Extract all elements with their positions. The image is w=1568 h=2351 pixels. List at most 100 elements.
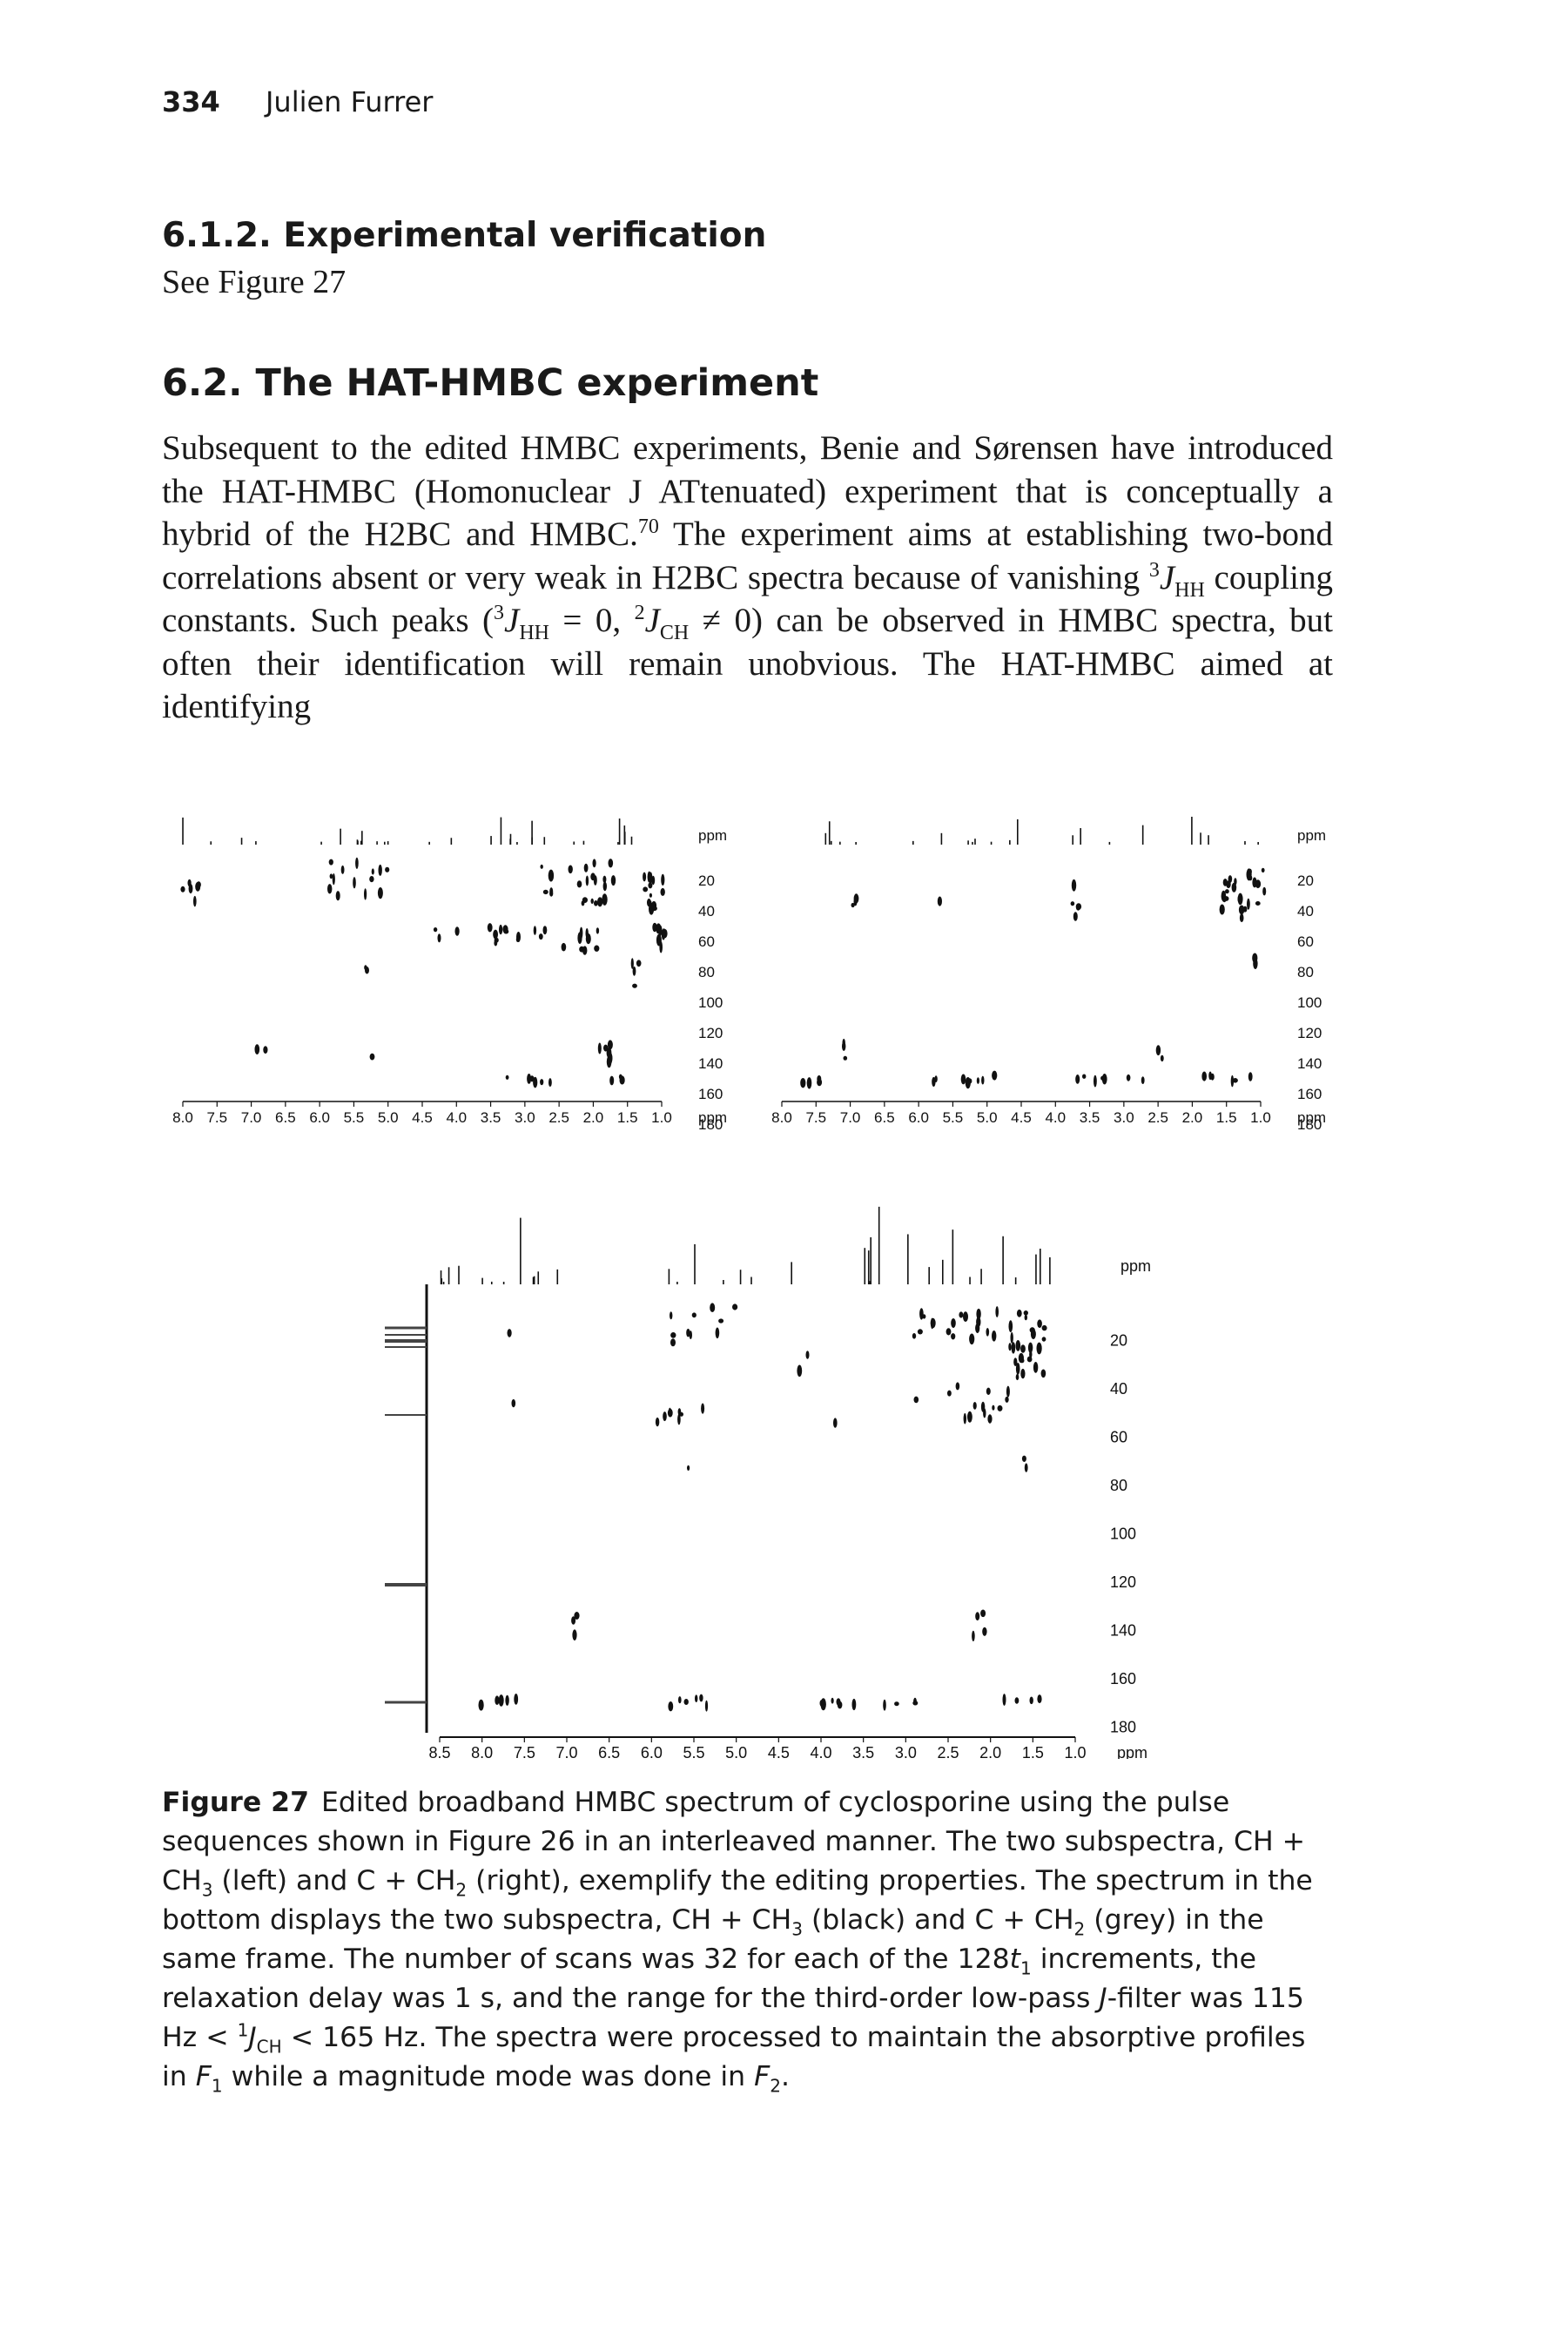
cross-peak — [516, 932, 521, 942]
cross-peak — [499, 924, 503, 935]
cross-peak — [1255, 901, 1261, 906]
cross-peak — [493, 929, 498, 940]
cross-peak — [718, 1318, 724, 1324]
cross-peak — [369, 1053, 375, 1061]
f2-tick-label: 3.0 — [895, 1744, 917, 1759]
cross-peak — [831, 1697, 834, 1704]
f2-tick-label: 1.5 — [1216, 1109, 1237, 1126]
cross-peak — [982, 1627, 987, 1636]
cross-peak — [1033, 1362, 1039, 1373]
f2-tick-label: 2.0 — [1182, 1109, 1203, 1126]
cross-peak — [1219, 904, 1225, 915]
cross-peak — [651, 900, 657, 910]
f2-tick-label: 7.5 — [805, 1109, 826, 1126]
section-612-text: See Figure 27 — [162, 264, 347, 300]
cross-peak — [817, 1078, 823, 1087]
cross-peak — [992, 1070, 998, 1081]
cross-peak — [335, 891, 340, 901]
cross-peak — [1073, 912, 1078, 921]
cross-peak — [433, 927, 438, 933]
cross-peak — [972, 1402, 977, 1410]
cross-peak — [607, 1040, 613, 1050]
f1-tick-label: 60 — [698, 933, 715, 950]
cross-peak — [1020, 1368, 1026, 1379]
cross-peak — [919, 1308, 924, 1320]
f1-tick-label: 120 — [698, 1025, 723, 1041]
cross-peak — [583, 863, 589, 872]
cross-peak — [364, 965, 367, 971]
f2-unit-label: ppm — [1297, 1109, 1326, 1126]
cross-peak — [609, 1075, 615, 1086]
cross-peak — [594, 945, 600, 952]
cross-peak — [656, 923, 662, 934]
cross-peak — [540, 864, 543, 869]
cross-peak — [1020, 1344, 1026, 1353]
cross-peak — [548, 1078, 552, 1088]
cross-peak — [385, 866, 390, 872]
cross-peak — [1237, 895, 1241, 903]
cross-peak — [1075, 1074, 1080, 1084]
cross-peak — [1255, 879, 1262, 889]
cross-peak — [963, 1412, 966, 1425]
f1-tick-label: 60 — [1110, 1429, 1127, 1446]
f1-tick-label: 20 — [1297, 872, 1314, 889]
f2-tick-label: 3.0 — [515, 1109, 535, 1126]
cross-peak — [965, 1077, 971, 1089]
cross-peak — [946, 1328, 952, 1336]
cross-peak — [661, 873, 665, 886]
cross-peak — [1029, 1696, 1033, 1705]
f2-tick-label: 3.5 — [481, 1109, 501, 1126]
cross-peak — [691, 1312, 697, 1318]
f1-tick-label: 160 — [1110, 1670, 1136, 1687]
cross-peak — [505, 1694, 509, 1706]
f2-tick-label: 4.0 — [1045, 1109, 1066, 1126]
f2-tick-label: 1.0 — [1064, 1744, 1086, 1759]
cross-peak — [1247, 898, 1250, 910]
cross-peak — [805, 1351, 810, 1359]
cross-peak — [972, 1630, 975, 1641]
cross-peak — [917, 1329, 923, 1335]
cross-peak — [187, 879, 192, 887]
cross-peak — [597, 1042, 602, 1054]
f2-tick-label: 6.0 — [309, 1109, 330, 1126]
cross-peak — [677, 1413, 681, 1425]
cross-peak — [655, 1417, 660, 1427]
cross-peak — [1094, 1074, 1097, 1088]
f2-tick-label: 8.5 — [428, 1744, 450, 1759]
f2-tick-label: 3.5 — [1080, 1109, 1100, 1126]
cross-peak — [992, 1405, 995, 1411]
cross-peak — [1208, 1071, 1212, 1081]
cross-peak — [1015, 1340, 1021, 1351]
cross-peak — [1242, 906, 1248, 913]
f2-tick-label: 6.5 — [874, 1109, 895, 1126]
cross-peak — [327, 884, 333, 894]
cross-peak — [842, 1041, 846, 1051]
f2-tick-label: 7.0 — [555, 1744, 577, 1759]
cross-peak — [548, 869, 555, 882]
cross-peak — [853, 893, 859, 904]
f2-tick-label: 5.0 — [725, 1744, 747, 1759]
cross-peak — [1008, 1320, 1013, 1332]
cross-peak — [912, 1333, 917, 1339]
cross-peak — [647, 871, 651, 883]
cross-peak — [668, 1701, 674, 1712]
cross-peak — [678, 1696, 682, 1704]
cross-peak — [1013, 1357, 1018, 1366]
cross-peak — [1071, 879, 1077, 892]
cross-peak — [437, 933, 441, 943]
cross-peak — [1126, 1074, 1131, 1081]
cross-peak — [529, 1075, 535, 1082]
cross-peak — [630, 958, 634, 969]
f1-unit-label: ppm — [698, 827, 727, 844]
cross-peak — [663, 1411, 667, 1422]
cross-peak — [695, 1694, 698, 1702]
cross-peak — [355, 857, 359, 869]
cross-peak — [542, 889, 548, 895]
section-62-title: 6.2. The HAT-HMBC experiment — [162, 361, 819, 405]
cross-peak — [1014, 1697, 1020, 1704]
cross-peak — [699, 1694, 703, 1702]
cross-peak — [983, 1408, 986, 1418]
f2-tick-label: 2.0 — [979, 1744, 1001, 1759]
cross-peak — [602, 893, 608, 906]
f2-tick-label: 5.5 — [344, 1109, 365, 1126]
